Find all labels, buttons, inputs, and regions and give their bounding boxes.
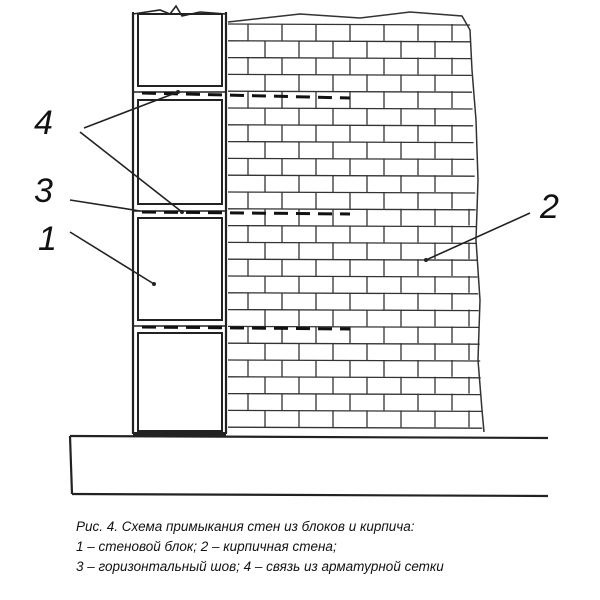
callout-label-1: 1 (38, 220, 57, 258)
brick-course-line (227, 140, 474, 144)
wall-block (137, 13, 223, 432)
leader-lines (69, 91, 531, 285)
brick-wall (227, 23, 483, 429)
reinforcing-mesh-tie (141, 91, 351, 331)
brick-course-line (227, 23, 471, 26)
brick-course-line (227, 107, 473, 110)
leader-1 (69, 231, 155, 285)
callout-label-4: 4 (34, 104, 53, 142)
leader-4-upper (83, 91, 179, 129)
leader-2 (425, 212, 531, 261)
caption-legend-line: 3 – горизонтальный шов; 4 – связь из арм… (76, 559, 444, 574)
brick-course-line (227, 342, 480, 345)
block-column (131, 4, 228, 434)
brick-course-line (227, 174, 475, 177)
brick-course-line (227, 409, 482, 413)
brick-course-line (227, 157, 475, 161)
brick-course-line (227, 73, 472, 77)
callout-label-3: 3 (34, 172, 53, 210)
brick-course-line (227, 292, 479, 295)
horizontal-joint (133, 91, 226, 327)
caption-title: Рис. 4. Схема примыкания стен из блоков … (76, 519, 415, 534)
brick-course-line (227, 308, 479, 312)
brick-course-line (227, 191, 476, 194)
brick-course-line (227, 359, 481, 362)
brick-wall-break-line (227, 11, 485, 433)
leader-points (152, 90, 428, 286)
leader-3 (69, 199, 141, 212)
callout-label-2: 2 (540, 188, 559, 226)
brick-course-line (227, 224, 477, 228)
foundation (68, 432, 549, 498)
wall-junction-drawing (68, 4, 549, 498)
brick-course-line (227, 392, 482, 396)
brick-course-line (227, 258, 478, 261)
brick-course-line (227, 325, 480, 329)
figure-caption: Рис. 4. Схема примыкания стен из блоков … (76, 517, 586, 577)
leader-4-lower (79, 131, 183, 213)
brick-course-line (227, 376, 481, 379)
brick-course-line (227, 275, 478, 278)
brick-course-line (227, 40, 471, 43)
caption-legend-line: 1 – стеновой блок; 2 – кирпичная стена; (76, 539, 337, 554)
brick-course-line (227, 426, 483, 429)
